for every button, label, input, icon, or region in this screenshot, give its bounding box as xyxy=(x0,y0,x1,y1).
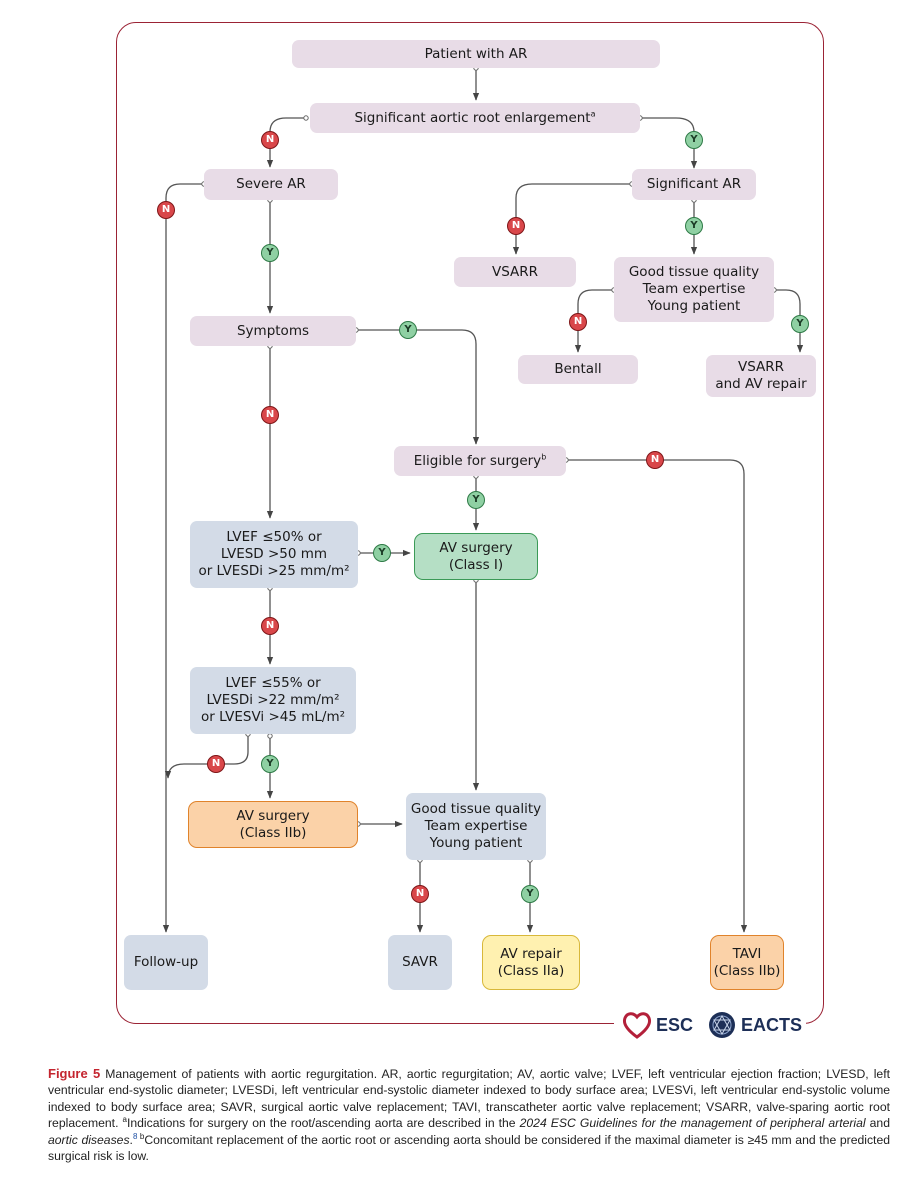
eacts-logo-text: EACTS xyxy=(741,1014,803,1035)
eacts-emblem-icon xyxy=(709,1012,736,1038)
node-text: or LVESDi >25 mm/m² xyxy=(198,563,350,579)
node-text: Team expertise xyxy=(642,281,746,297)
edge-eligible-tavi xyxy=(566,459,748,933)
yes-badge: Y xyxy=(261,244,279,262)
node-text: (Class IIb) xyxy=(713,962,781,979)
logo-bar: ESC EACTS xyxy=(614,1008,806,1042)
yes-badge: Y xyxy=(373,544,391,562)
node-text: AV surgery xyxy=(439,539,513,556)
node-text: Patient with AR xyxy=(424,45,528,62)
node-symptoms: Symptoms xyxy=(190,316,356,346)
node-text: (Class I) xyxy=(448,556,504,573)
node-text: Team expertise xyxy=(424,818,528,834)
no-badge: N xyxy=(261,406,279,424)
caption-text: . xyxy=(129,1132,133,1147)
node-lvef-55: LVEF ≤55% or LVESDi >22 mm/m² or LVESVi … xyxy=(190,667,356,734)
caption-text: and xyxy=(865,1116,890,1131)
node-vsarr: VSARR xyxy=(454,257,576,287)
node-text: VSARR xyxy=(491,263,539,280)
node-tavi-class-iib: TAVI (Class IIb) xyxy=(710,935,784,990)
no-badge: N xyxy=(569,313,587,331)
no-badge: N xyxy=(207,755,225,773)
node-tissue-quality-top: Good tissue quality Team expertise Young… xyxy=(614,257,774,322)
node-bentall: Bentall xyxy=(518,355,638,384)
esc-logo-text: ESC xyxy=(656,1014,694,1035)
node-text: Severe AR xyxy=(236,176,306,192)
caption-sup: b xyxy=(137,1131,145,1141)
edge-lvef55-followup xyxy=(164,734,249,779)
node-patient-with-ar: Patient with AR xyxy=(292,40,660,68)
node-text: LVESD >50 mm xyxy=(220,546,328,562)
node-eligible-for-surgery: Eligible for surgeryb xyxy=(394,446,566,476)
yes-badge: Y xyxy=(399,321,417,339)
node-severe-ar: Severe AR xyxy=(204,169,338,200)
caption-text: Management of patients with aortic regur… xyxy=(48,1067,890,1131)
diagram-frame xyxy=(116,22,824,1024)
yes-badge: Y xyxy=(685,131,703,149)
node-text: LVEF ≤55% or xyxy=(225,675,321,691)
figure-label: Figure 5 xyxy=(48,1066,101,1081)
edge-tissue-vsarr-av xyxy=(774,289,804,353)
edge-significant-vsarr xyxy=(512,183,632,255)
yes-badge: Y xyxy=(685,217,703,235)
node-lvef-50: LVEF ≤50% or LVESD >50 mm or LVESDi >25 … xyxy=(190,521,358,588)
node-tissue-quality-bottom: Good tissue quality Team expertise Young… xyxy=(406,793,546,860)
no-badge: N xyxy=(261,617,279,635)
node-av-repair-class-iia: AV repair (Class IIa) xyxy=(482,935,580,990)
node-text: VSARR xyxy=(737,359,785,375)
heart-logo-icon xyxy=(622,1012,652,1039)
node-text: Bentall xyxy=(554,361,602,377)
edge-tissue-bentall xyxy=(574,289,614,353)
edge-symptoms-eligible xyxy=(356,329,480,445)
edge-severe-followup xyxy=(162,183,204,933)
caption-italic: 2024 ESC Guidelines for the management o… xyxy=(519,1116,866,1131)
caption-text: Indications for surgery on the root/asce… xyxy=(126,1116,520,1131)
node-text: Significant aortic root enlargementa xyxy=(354,109,596,126)
node-text: LVEF ≤50% or xyxy=(226,529,322,545)
yes-badge: Y xyxy=(261,755,279,773)
no-badge: N xyxy=(646,451,664,469)
node-text: Young patient xyxy=(647,298,741,314)
no-badge: N xyxy=(411,885,429,903)
node-follow-up: Follow-up xyxy=(124,935,208,990)
node-text: and AV repair xyxy=(715,376,807,392)
yes-badge: Y xyxy=(521,885,539,903)
figure-caption: Figure 5 Management of patients with aor… xyxy=(48,1066,890,1164)
node-text: Follow-up xyxy=(133,954,199,970)
caption-text: Concomitant replacement of the aortic ro… xyxy=(48,1132,890,1164)
node-text: TAVI xyxy=(732,945,762,962)
node-text: Good tissue quality xyxy=(410,801,542,817)
node-vsarr-av-repair: VSARR and AV repair xyxy=(706,355,816,397)
node-text: or LVESVi >45 mL/m² xyxy=(200,709,346,725)
flowchart-connectors xyxy=(162,65,804,933)
node-savr: SAVR xyxy=(388,935,452,990)
node-text: LVESDi >22 mm/m² xyxy=(206,692,340,708)
node-text: (Class IIb) xyxy=(239,824,307,841)
caption-italic: aortic diseases xyxy=(48,1132,130,1147)
node-text: (Class IIa) xyxy=(497,962,565,979)
node-text: Eligible for surgeryb xyxy=(413,452,547,469)
node-significant-ar: Significant AR xyxy=(632,169,756,200)
yes-badge: Y xyxy=(467,491,485,509)
caption-sup: a xyxy=(122,1115,127,1125)
node-text: AV repair xyxy=(500,945,562,962)
node-text: Significant AR xyxy=(646,176,742,192)
no-badge: N xyxy=(507,217,525,235)
node-text: SAVR xyxy=(402,954,438,970)
node-av-surgery-class-iib: AV surgery (Class IIb) xyxy=(188,801,358,848)
yes-badge: Y xyxy=(791,315,809,333)
node-aortic-root-enlargement: Significant aortic root enlargementa xyxy=(310,103,640,133)
node-text: Symptoms xyxy=(236,322,309,339)
node-text: AV surgery xyxy=(236,807,310,824)
caption-ref: 8 xyxy=(132,1131,138,1141)
node-av-surgery-class-i: AV surgery (Class I) xyxy=(414,533,538,580)
node-text: Young patient xyxy=(429,835,523,851)
node-text: Good tissue quality xyxy=(628,264,760,280)
no-badge: N xyxy=(157,201,175,219)
no-badge: N xyxy=(261,131,279,149)
